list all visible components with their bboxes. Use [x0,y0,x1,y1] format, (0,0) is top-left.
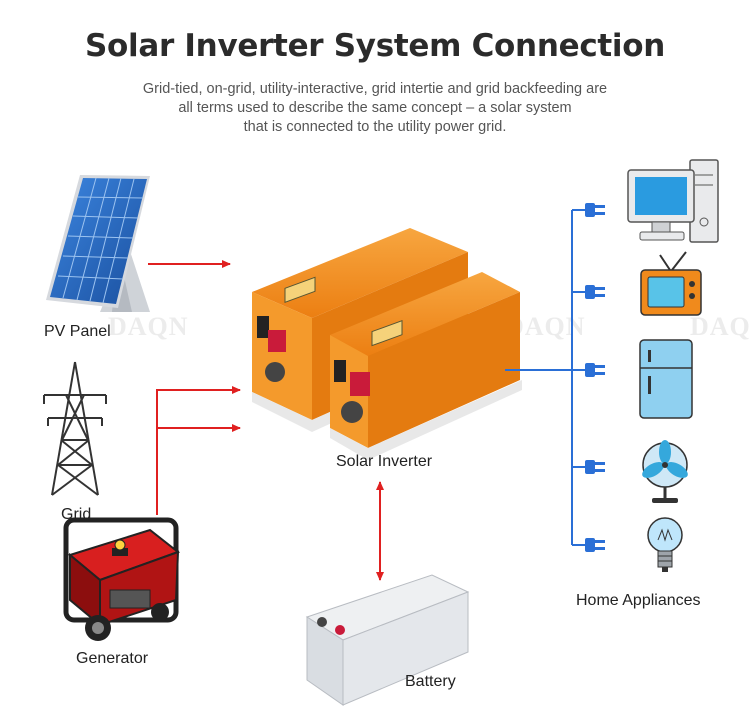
grid-label: Grid [61,506,92,523]
watermark: DAQN [108,312,189,341]
watermark: DAQN [690,312,750,341]
solar-panel-icon [46,175,150,312]
home-appliances-label: Home Appliances [576,592,701,609]
battery-label: Battery [405,673,456,690]
computer-icon [627,159,719,243]
plug-icon [585,203,605,217]
generator-label: Generator [76,650,149,667]
plug-icon [585,538,605,552]
transmission-tower-icon [43,361,107,496]
solar-inverter-label: Solar Inverter [336,453,433,470]
distribution-lines [505,209,585,546]
generator-to-inverter-arrow [156,386,241,515]
pv-panel-label: PV Panel [44,323,111,340]
subtitle-line: Grid-tied, on-grid, utility-interactive,… [142,81,608,97]
tv-icon [640,251,702,316]
subtitle-line: all terms used to describe the same conc… [178,100,572,116]
refrigerator-icon [639,339,693,419]
inverter-icon [252,228,522,460]
plug-icon [585,460,605,474]
plug-icon [585,285,605,299]
fan-icon [642,440,688,503]
plug-icon [585,363,605,377]
generator-icon [63,517,181,641]
battery-icon [305,574,470,706]
page-title: Solar Inverter System Connection [84,28,666,64]
page-subtitle: Grid-tied, on-grid, utility-interactive,… [80,80,670,137]
subtitle-line: that is connected to the utility power g… [243,119,507,135]
light-bulb-icon [647,517,683,572]
